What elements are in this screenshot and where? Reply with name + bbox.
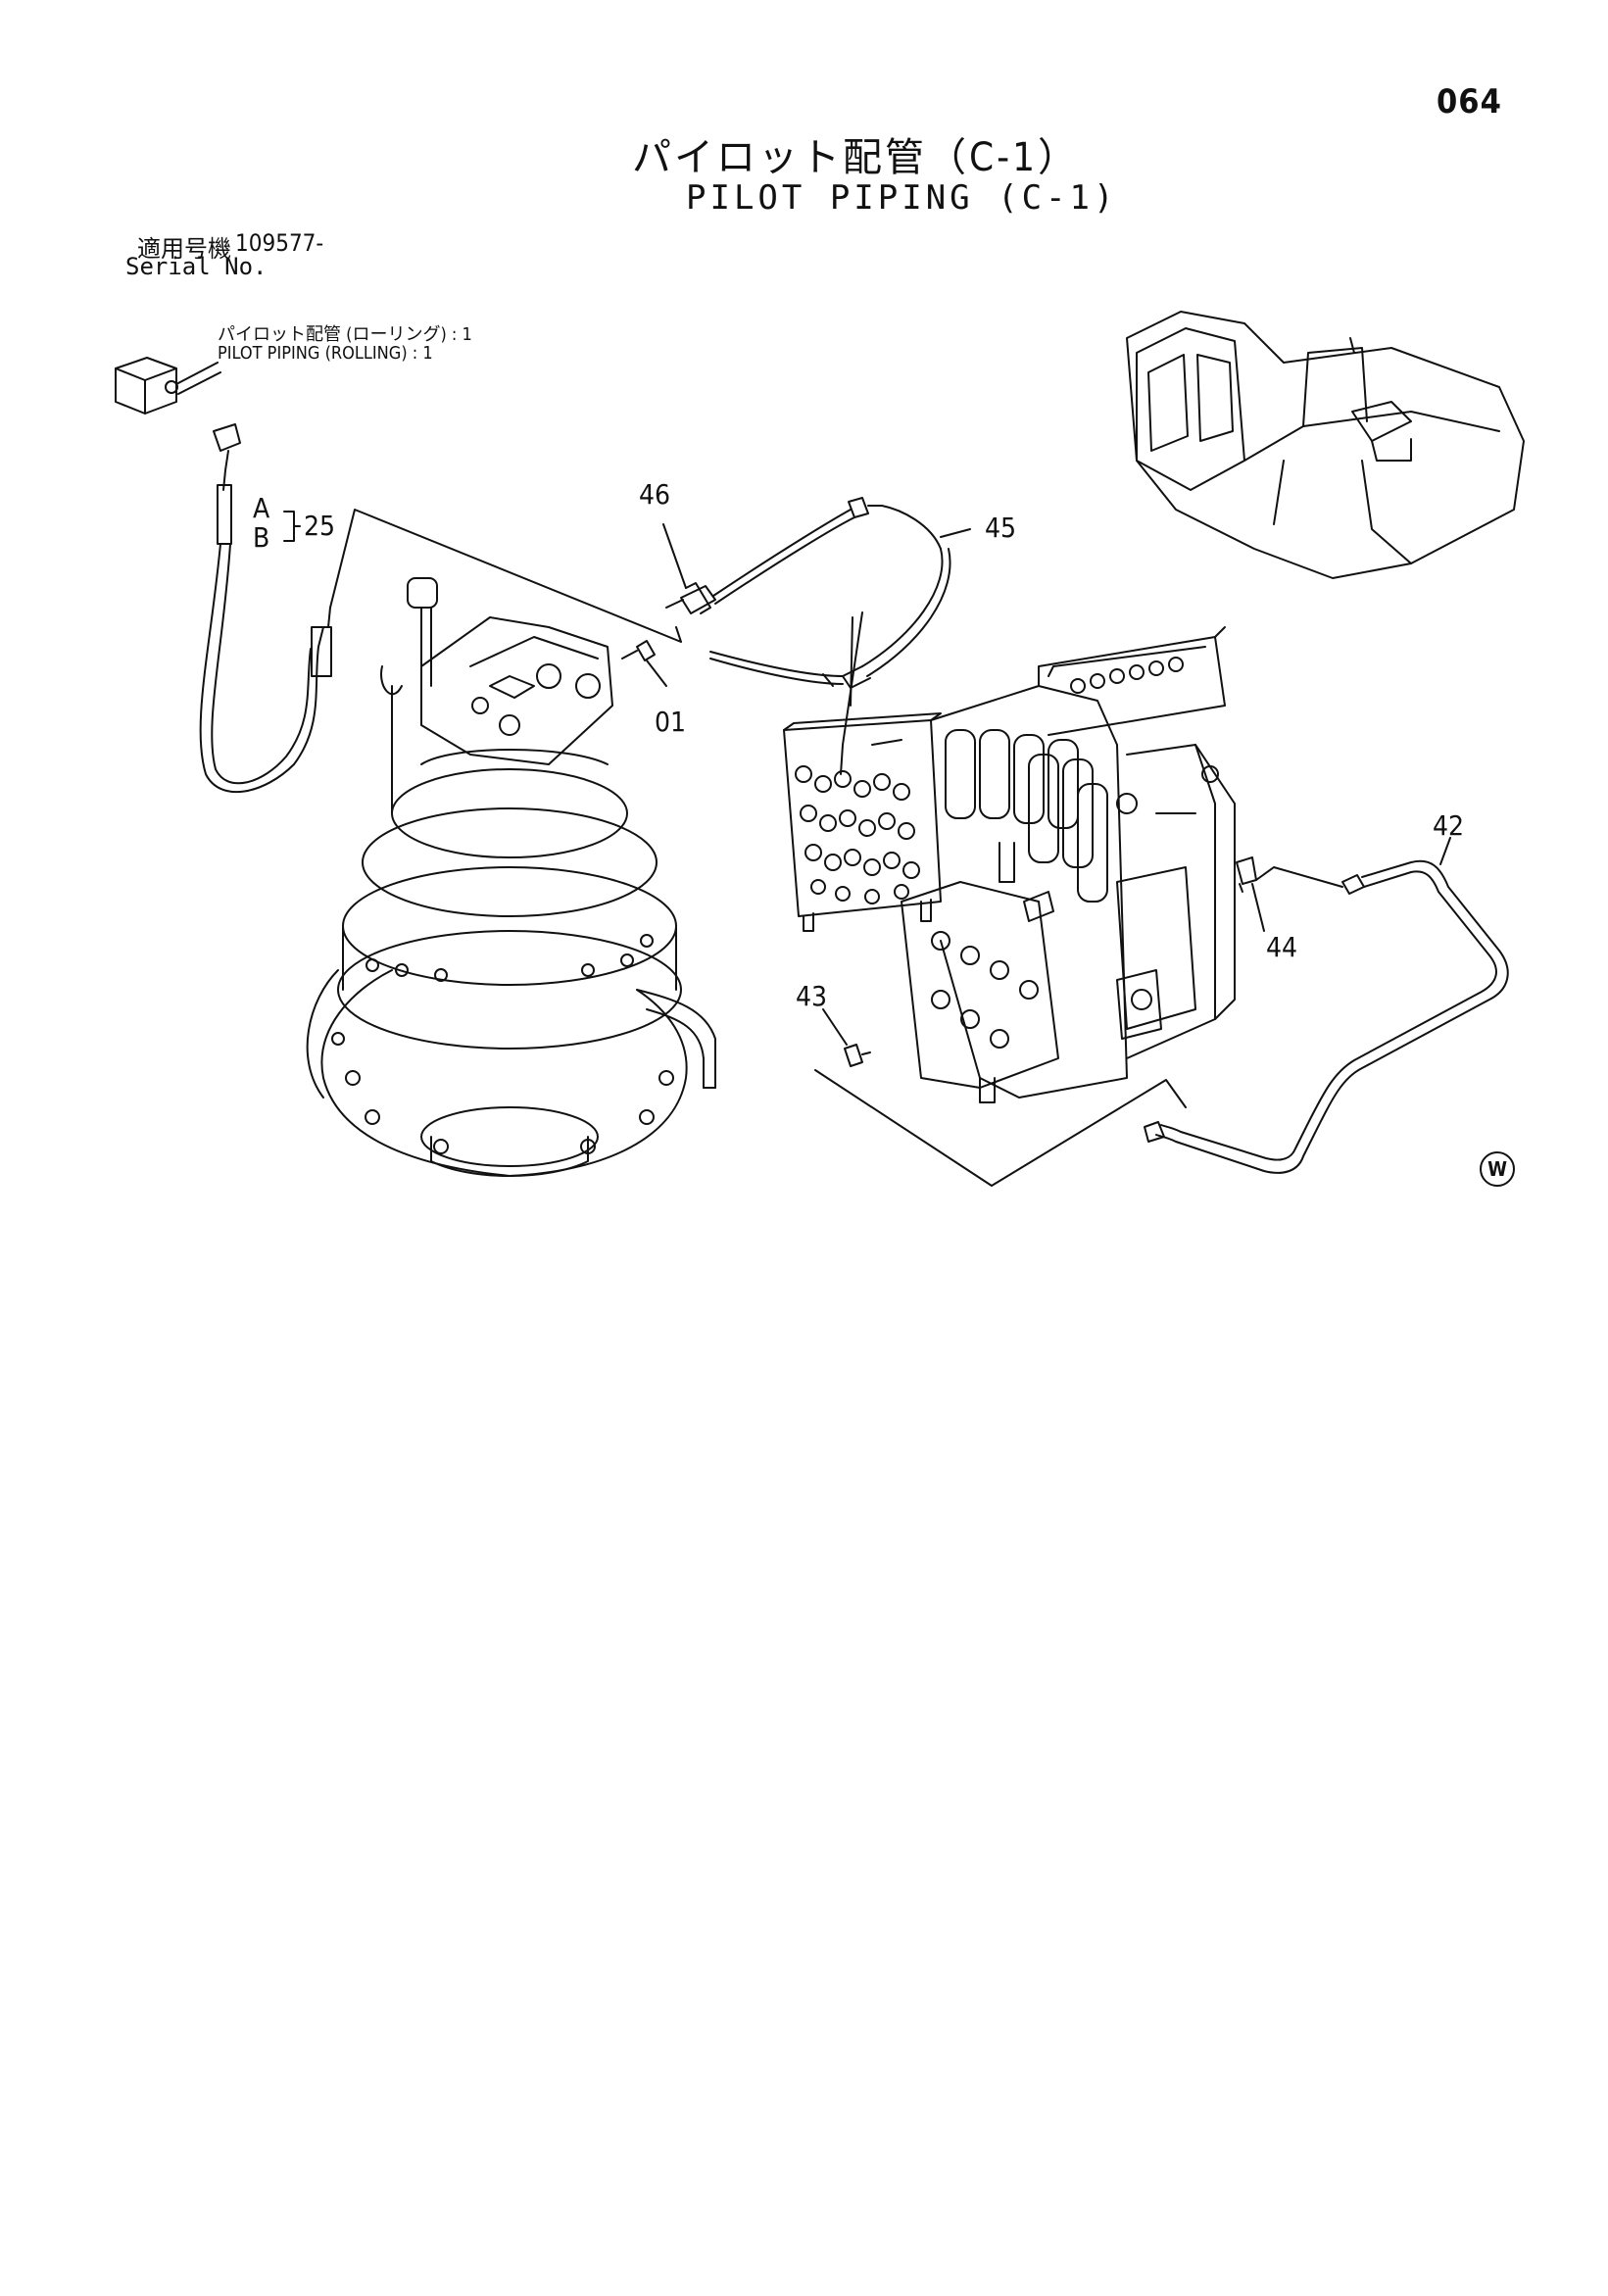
leader-43 [822,1008,848,1046]
leader-25 [283,511,301,542]
fitting-43 [844,1044,871,1067]
page-title-en: PILOT PIPING (C-1) [686,178,1118,218]
group-line-42 [1255,866,1343,888]
control-valve-icon [783,626,1236,1103]
group-line-43 [814,1069,1187,1187]
group-line-45 [840,611,863,775]
leader-42 [1439,837,1451,865]
vertical-line [850,616,853,707]
serial-label-en: Serial No. [125,253,268,280]
rolling-pilot-hose [115,357,332,794]
pilot-pipe-42 [1144,859,1509,1174]
leader-01 [646,659,667,687]
callout-42: 42 [1433,809,1465,842]
callout-46: 46 [639,478,671,511]
page-title-jp: パイロット配管（C-1） [632,135,1081,180]
pilot-hose-45 [709,497,951,689]
rolling-note-jp: パイロット配管 (ローリング) : 1 [218,324,472,345]
callout-44: 44 [1266,931,1298,963]
serial-label-jp: 適用号機 [137,235,231,263]
w-mark: W [1480,1151,1515,1187]
page-number: 064 [1437,82,1502,122]
callout-01: 01 [655,706,687,738]
leader-46 [662,523,687,589]
rolling-note-en: PILOT PIPING (ROLLING) : 1 [218,343,433,364]
port-a-label: A [253,492,270,524]
callout-25: 25 [304,510,336,542]
pressure-sensor-icon [621,582,716,661]
group-line-25 [329,509,682,643]
port-b-label: B [253,521,270,554]
leader-45 [940,528,971,538]
callout-43: 43 [796,980,828,1012]
callout-45: 45 [985,512,1017,544]
swing-motor-icon [306,577,716,1177]
leader-44 [1251,883,1265,932]
serial-value: 109577- [235,229,324,257]
excavator-icon [1126,311,1525,579]
